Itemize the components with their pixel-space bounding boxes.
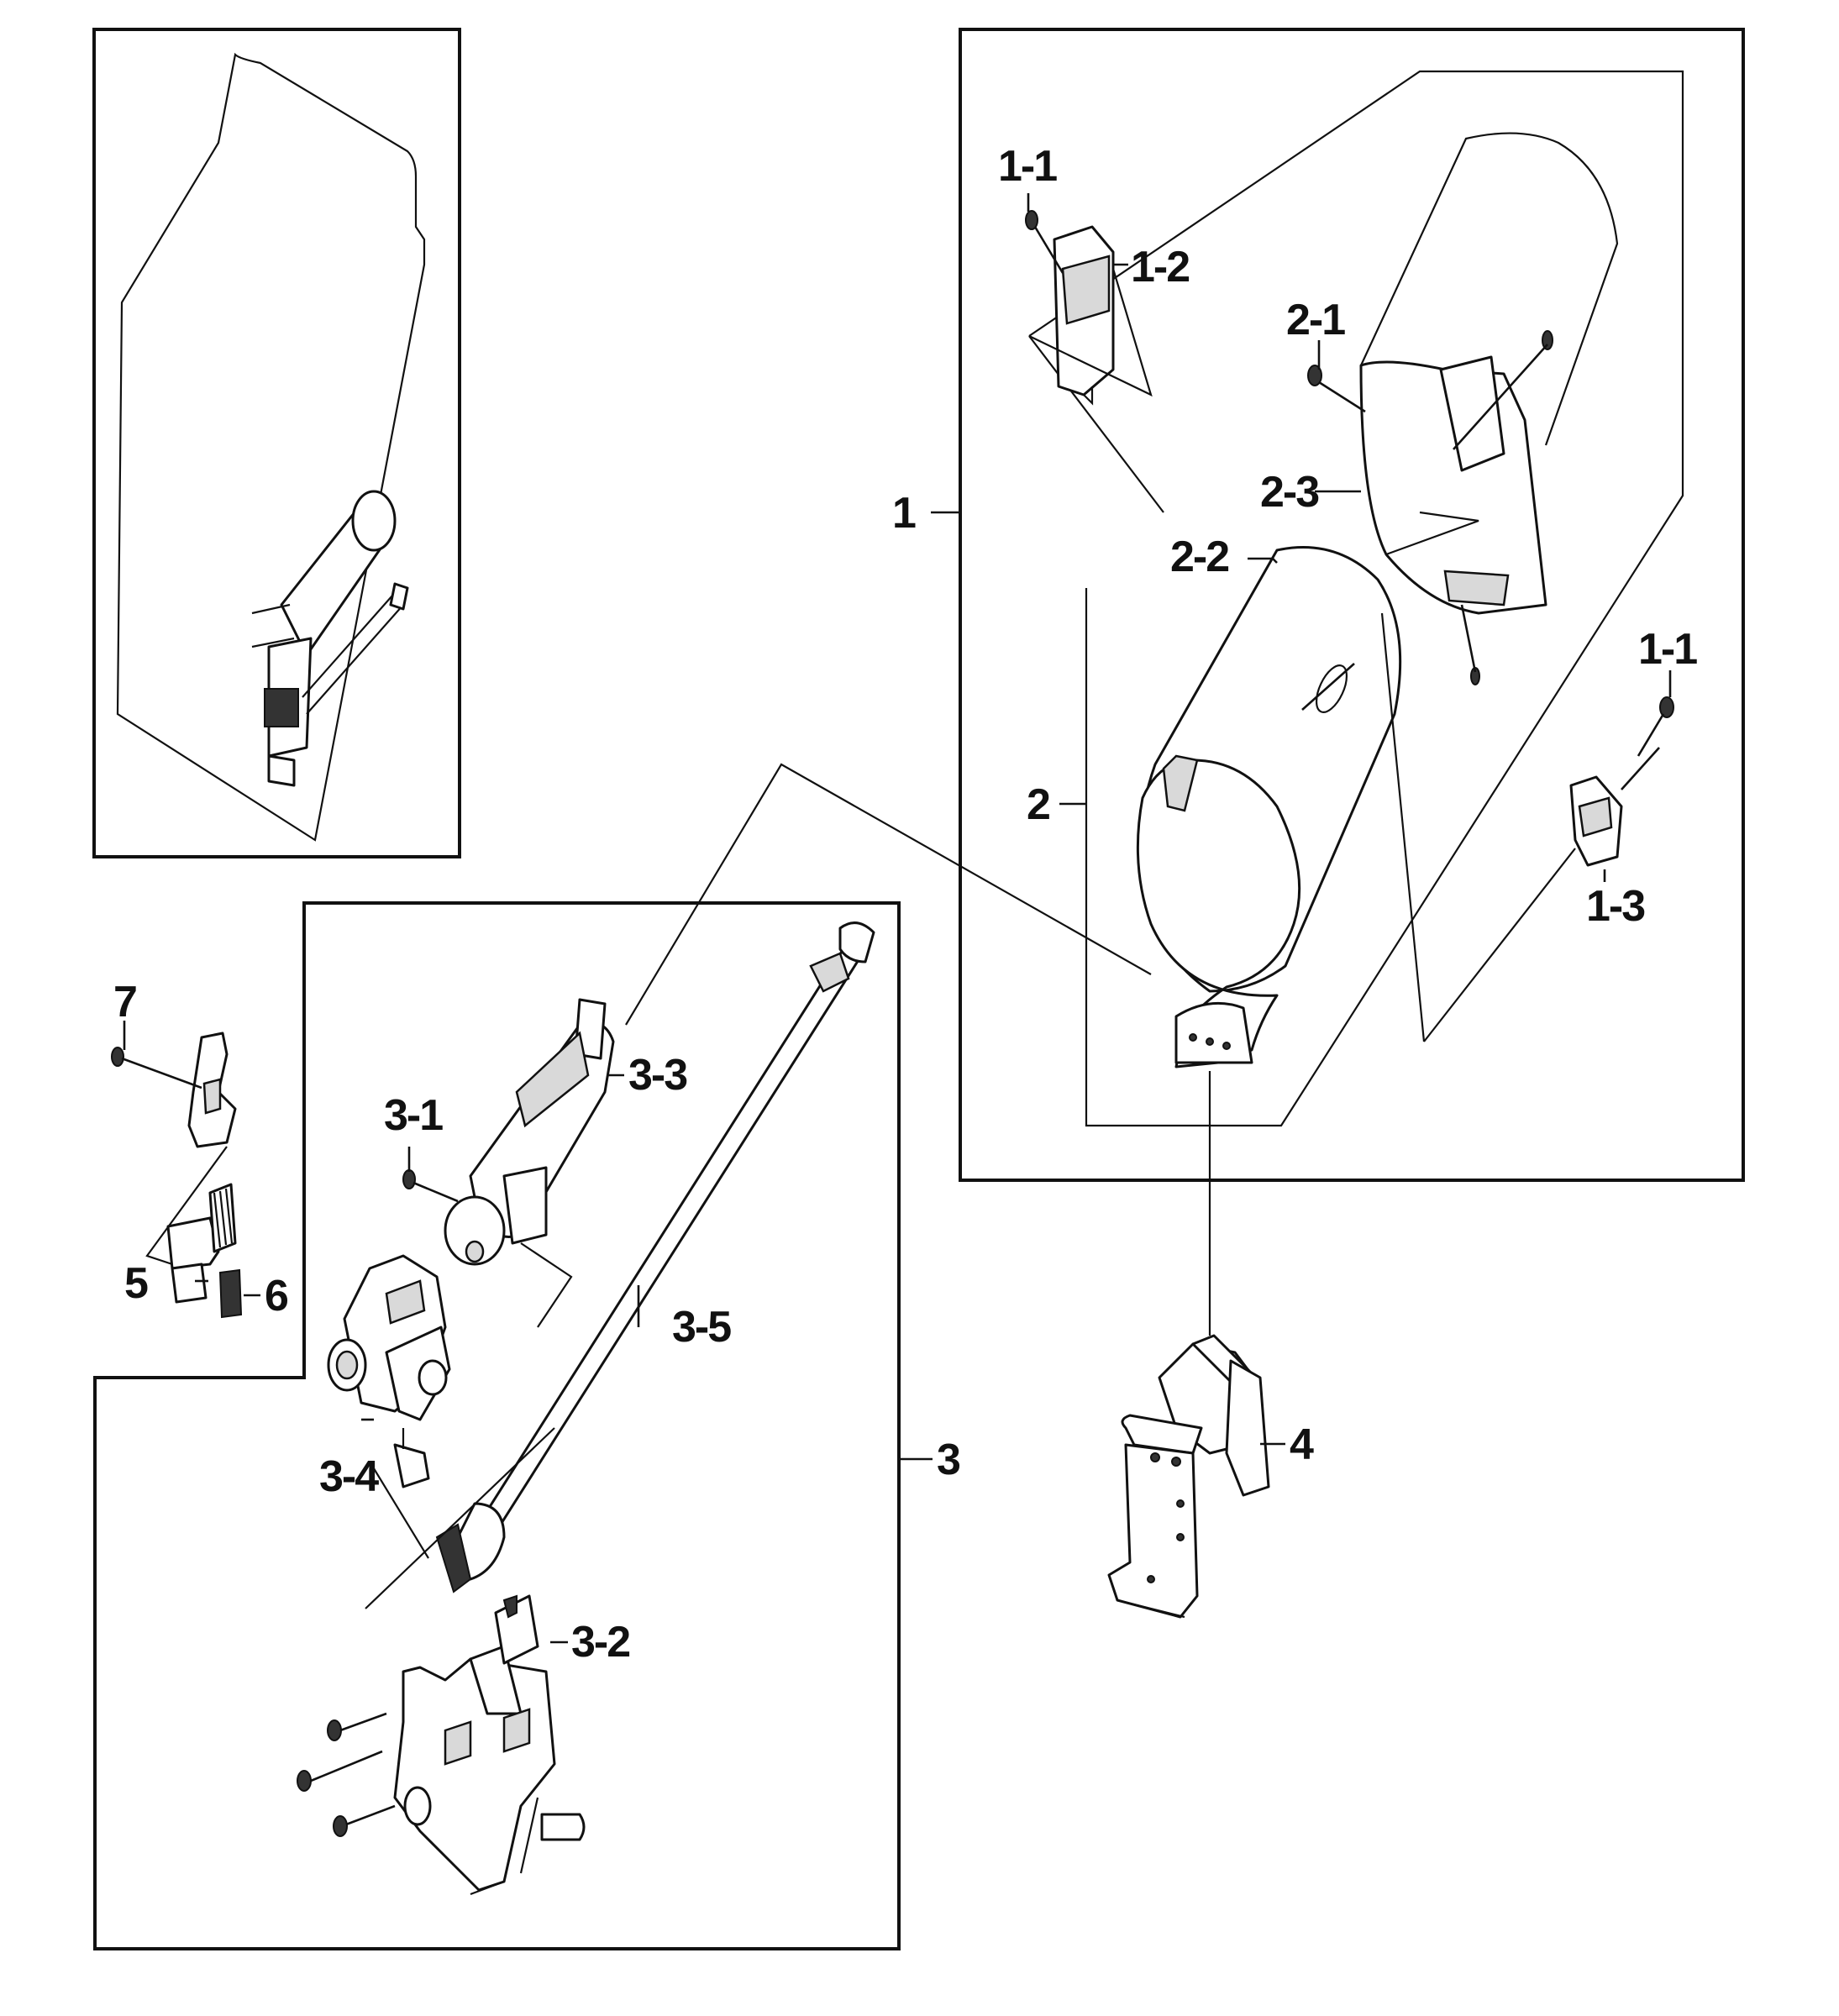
drum-assembly-frame	[959, 28, 1745, 1182]
label-7: 7	[113, 978, 136, 1026]
label-1: 1	[892, 489, 916, 538]
pad-6	[218, 1268, 243, 1319]
label-1-2: 1-2	[1131, 243, 1189, 291]
label-3-2: 3-2	[571, 1618, 629, 1667]
label-3-4: 3-4	[319, 1452, 379, 1501]
drum-rear-2	[1136, 754, 1301, 1068]
overview-motor-assembly	[251, 490, 409, 787]
screw-2-1	[1307, 365, 1366, 413]
label-5: 5	[124, 1259, 148, 1308]
drum-front-panel-2-3	[1359, 330, 1553, 685]
label-1-1-top: 1-1	[998, 142, 1057, 191]
label-3-1: 3-1	[384, 1091, 443, 1140]
motor-assembly-frame	[93, 901, 901, 1950]
screw-3-1	[402, 1147, 459, 1203]
overview-inset	[92, 28, 461, 858]
connection-line-drum-to-motor	[625, 763, 1152, 1026]
bracket-1-3	[1423, 747, 1660, 1042]
label-2: 2	[1027, 780, 1049, 829]
bracket-1-2	[1028, 225, 1153, 406]
sensor-5	[145, 1146, 237, 1304]
overview-inset-frame	[92, 28, 461, 858]
motor-bracket-4	[1107, 1071, 1270, 1619]
label-2-3: 2-3	[1260, 468, 1319, 517]
label-2-2: 2-2	[1170, 533, 1228, 581]
dryer-cabinet-outline	[116, 52, 426, 842]
screw-1-1-right	[1637, 696, 1674, 757]
base-screws	[297, 1712, 396, 1837]
label-2-1: 2-1	[1286, 296, 1345, 344]
label-4: 4	[1290, 1420, 1314, 1469]
label-3: 3	[937, 1436, 960, 1484]
label-3-3: 3-3	[628, 1051, 687, 1100]
label-3-5: 3-5	[672, 1303, 731, 1352]
label-1-3: 1-3	[1586, 882, 1645, 931]
label-1-1-right: 1-1	[1638, 625, 1697, 674]
drive-motor-3-4	[327, 1254, 451, 1488]
motor-assembly-group	[93, 901, 901, 1950]
label-leaders	[195, 193, 1672, 1644]
motor-base-bracket-3-2	[393, 1594, 586, 1896]
drum-assembly-group	[959, 28, 1745, 1182]
drum-subassembly-outline	[1028, 70, 1684, 1127]
blower-housing-3-3	[444, 998, 615, 1328]
sensor-bracket-7	[111, 1021, 237, 1148]
screw-1-1-top	[1025, 210, 1064, 274]
drum-cylinder-upper	[1360, 132, 1619, 446]
callout-labels: 1 1-1 1-2 2-1 2-3 2-2 2 1-1 1-3 4 3 3-3 …	[113, 142, 1699, 1667]
label-6: 6	[265, 1272, 288, 1320]
shaft-3-5	[365, 921, 875, 1609]
